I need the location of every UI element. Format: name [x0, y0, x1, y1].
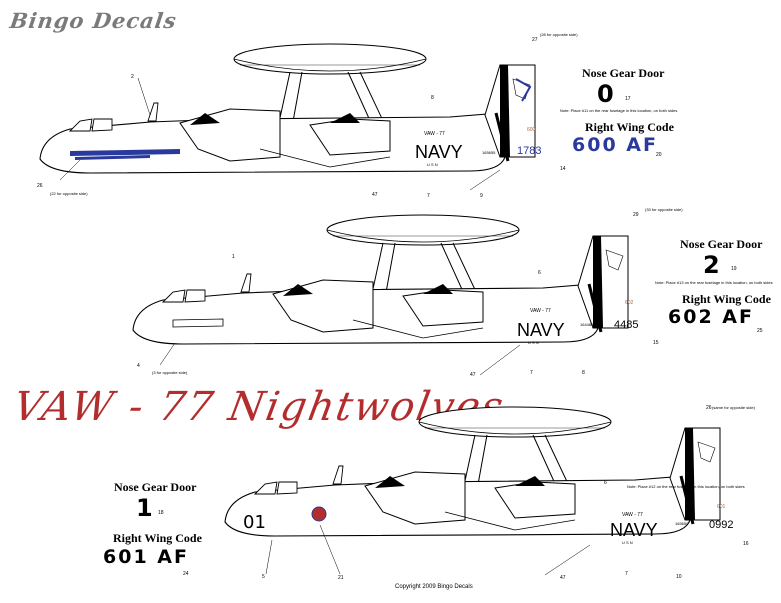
bureau-number-3: 165650: [675, 521, 689, 526]
nose-gear-ref-2: 19: [731, 266, 737, 272]
navy-text-2: NAVY: [517, 320, 565, 340]
callout-3e: 21: [338, 575, 344, 581]
tail-note-2: (33 for opposite side): [645, 207, 683, 212]
callout-1f: 47: [372, 192, 378, 198]
nose-gear-ref-3: 18: [158, 510, 164, 516]
callout-1a: 2: [131, 74, 134, 80]
aircraft-1-drawing: [38, 42, 537, 175]
callout-3a: 6: [604, 480, 607, 486]
nose-gear-ref-1: 17: [625, 96, 631, 102]
wing-code-ref-1: 20: [656, 152, 662, 158]
navy-text-1: NAVY: [415, 142, 463, 162]
callout-2b: 6: [538, 270, 541, 276]
tail-note-3: (same for opposite side): [712, 405, 755, 410]
callout-2a: 1: [232, 254, 235, 260]
callout-3g: 7: [625, 571, 628, 577]
usn-text-1: U S N: [427, 162, 438, 167]
aircraft-3-drawing: [223, 405, 722, 538]
tail-number-3: 0992: [709, 519, 734, 531]
wing-code-ref-3: 24: [183, 571, 189, 577]
callout-2d: 15: [653, 340, 659, 346]
squadron-tag-2: VAW - 77: [530, 308, 551, 314]
wing-code-title-2: Right Wing Code: [682, 292, 771, 306]
callout-2g: 7: [530, 370, 533, 376]
callout-1b: 8: [431, 95, 434, 101]
nose-gear-title-1: Nose Gear Door: [582, 66, 665, 80]
copyright: Copyright 2009 Bingo Decals: [395, 584, 473, 590]
wing-code-3: 601 AF: [103, 546, 189, 568]
tail-modex-1: 600: [527, 127, 536, 133]
callout-2f: 47: [470, 372, 476, 378]
nose-gear-number-3: 1: [136, 494, 153, 522]
callout-1c: 27: [532, 37, 538, 43]
callout-3h: 10: [676, 574, 682, 580]
callout-3f: 47: [560, 575, 566, 581]
callout-1h: 9: [480, 193, 483, 199]
usn-text-3: U S N: [622, 540, 633, 545]
nose-gear-title-3: Nose Gear Door: [114, 480, 197, 494]
wing-code-title-1: Right Wing Code: [585, 120, 674, 134]
tail-number-1: 1783: [517, 145, 542, 157]
squadron-tag-1: VAW - 77: [424, 131, 445, 137]
wing-code-1: 600 AF: [572, 134, 658, 156]
tail-modex-2: 602: [625, 300, 634, 306]
tail-number-2: 4485: [614, 319, 639, 331]
nose-modex-3: 01: [243, 512, 266, 533]
wing-code-title-3: Right Wing Code: [113, 531, 202, 545]
wing-note-2: Note: Place #13 on the rear fuselage in …: [655, 280, 773, 285]
nose-gear-number-2: 2: [703, 251, 720, 279]
wing-code-ref-2: 25: [757, 328, 763, 334]
squadron-tag-3: VAW - 77: [622, 512, 643, 518]
nose-gear-number-1: 0: [597, 80, 614, 108]
wing-note-3: Note: Place #12 on the rear fuselage in …: [627, 484, 745, 489]
callout-3c: 16: [743, 541, 749, 547]
callout-2e: 4: [137, 363, 140, 369]
callout-3b: 26: [706, 405, 712, 411]
tail-modex-3: 601: [717, 504, 726, 510]
aircraft-2-drawing: [131, 213, 630, 346]
callout-1d: 14: [560, 166, 566, 172]
nose-note-2: (3 for opposite side): [152, 370, 188, 375]
bureau-number-1: 165655: [482, 150, 496, 155]
callout-3d: 5: [262, 574, 265, 580]
bureau-number-2: 164485: [580, 322, 594, 327]
callout-1e: 26: [37, 183, 43, 189]
wing-code-2: 602 AF: [668, 306, 754, 328]
navy-text-3: NAVY: [610, 520, 658, 540]
usn-text-2: U S N: [528, 340, 539, 345]
tail-note-1: (28 for opposite side): [540, 32, 578, 37]
wing-note-1: Note: Place #11 on the rear fuselage in …: [560, 108, 678, 113]
callout-2c: 29: [633, 212, 639, 218]
callout-2h: 8: [582, 370, 585, 376]
nose-gear-title-2: Nose Gear Door: [680, 237, 763, 251]
nose-note-1: (22 for opposite side): [50, 191, 88, 196]
callout-1g: 7: [427, 193, 430, 199]
